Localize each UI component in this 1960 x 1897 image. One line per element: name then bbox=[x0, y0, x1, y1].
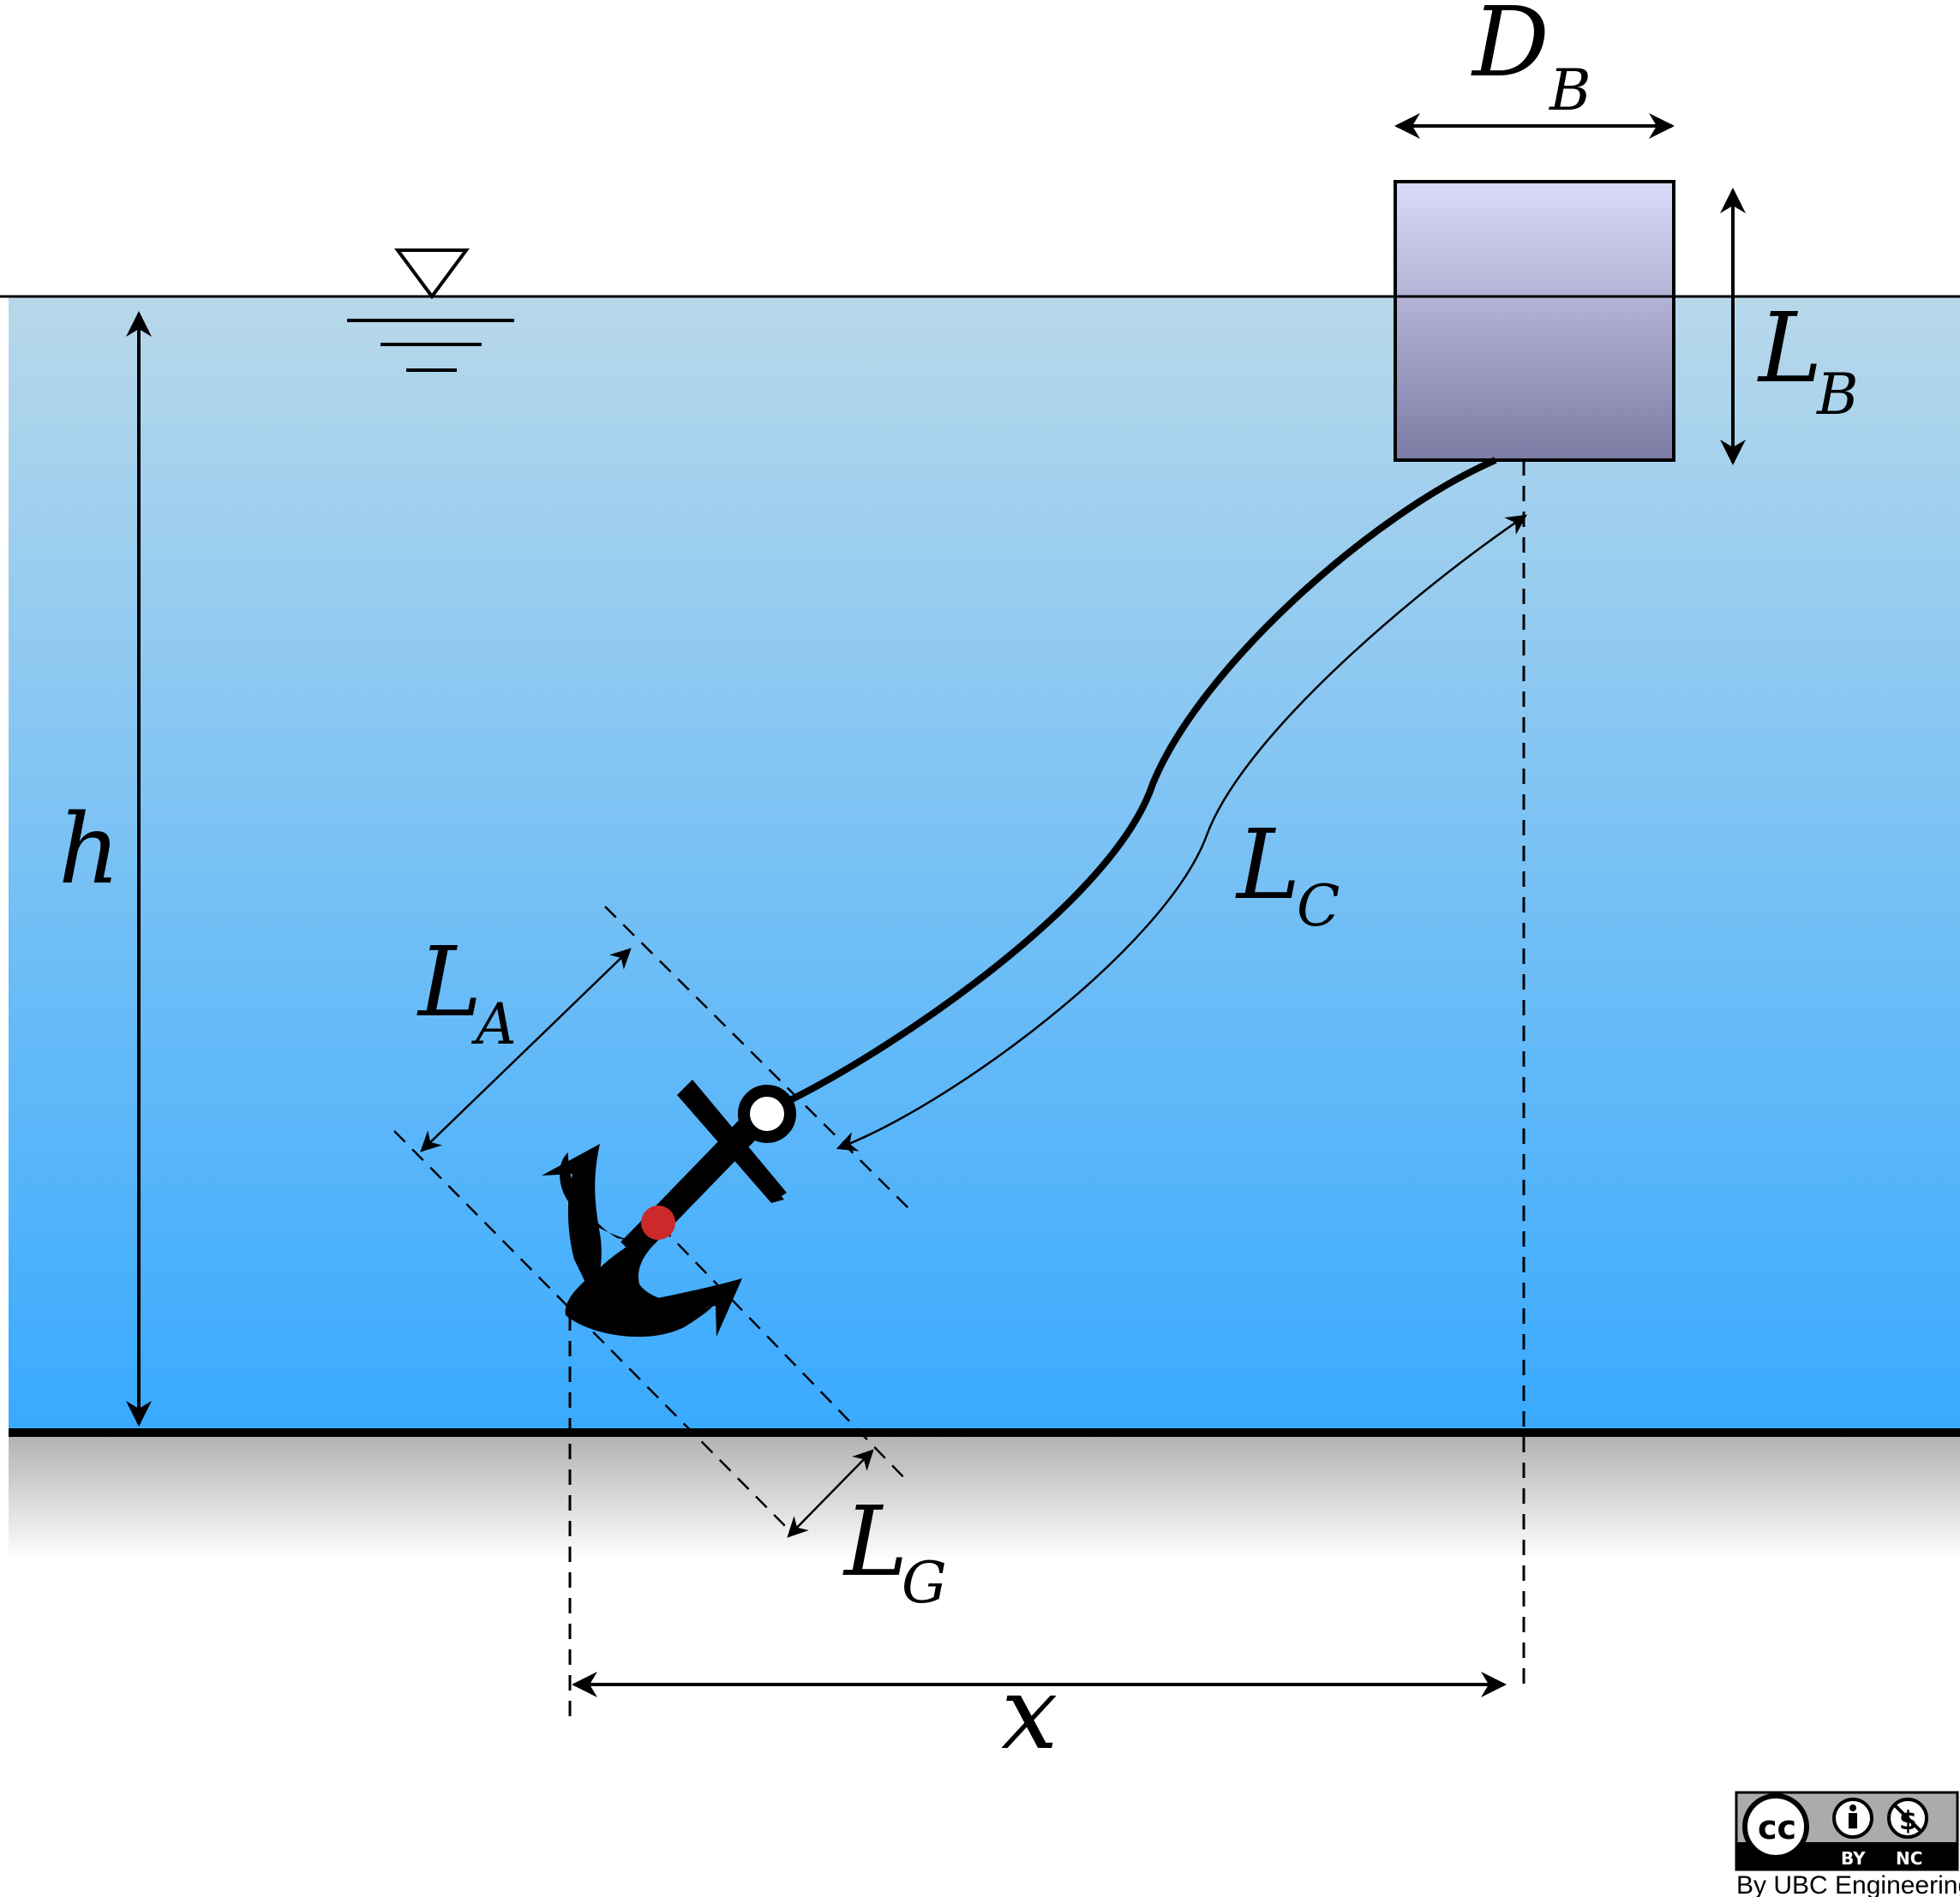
svg-text:L: L bbox=[842, 1487, 908, 1598]
svg-text:L: L bbox=[417, 927, 482, 1038]
label-L_G: L G bbox=[842, 1487, 947, 1616]
anchor-cg-guide bbox=[659, 1224, 911, 1485]
credit-text: By UBC Engineering bbox=[1736, 1871, 1960, 1897]
water-level-icon bbox=[347, 248, 514, 372]
buoy bbox=[1394, 180, 1675, 462]
label-L_C: L C bbox=[1235, 810, 1340, 939]
svg-text:L: L bbox=[1235, 810, 1300, 921]
svg-text:B: B bbox=[1549, 57, 1591, 123]
seabed-shadow bbox=[9, 1433, 1960, 1561]
svg-text:BY: BY bbox=[1841, 1848, 1866, 1869]
water-body bbox=[9, 296, 1960, 1433]
anchor-icon bbox=[542, 1080, 796, 1337]
label-h: h bbox=[58, 794, 120, 906]
anchor-ring-guide bbox=[604, 906, 909, 1209]
anchor-length-dimension bbox=[420, 948, 632, 1152]
svg-text:L: L bbox=[1757, 293, 1822, 404]
label-x: x bbox=[1001, 1654, 1058, 1772]
svg-text:C: C bbox=[1297, 873, 1340, 939]
cable-length-dimension bbox=[836, 514, 1527, 1152]
svg-text:D: D bbox=[1471, 0, 1549, 99]
anchor-cg-dimension bbox=[787, 1449, 874, 1538]
anchor-crown-guide bbox=[393, 1130, 794, 1535]
cc-by-nc-icon: cc $ BY NC bbox=[1735, 1791, 1959, 1871]
label-L_A: L A bbox=[417, 927, 517, 1057]
svg-text:NC: NC bbox=[1896, 1848, 1922, 1869]
svg-text:A: A bbox=[471, 991, 517, 1057]
svg-text:cc: cc bbox=[1758, 1809, 1796, 1846]
label-L_B: L B bbox=[1757, 293, 1859, 428]
label-D_B: D B bbox=[1471, 0, 1591, 123]
svg-text:G: G bbox=[902, 1550, 947, 1616]
anchor-center-of-gravity bbox=[641, 1206, 675, 1240]
svg-text:B: B bbox=[1816, 362, 1859, 428]
